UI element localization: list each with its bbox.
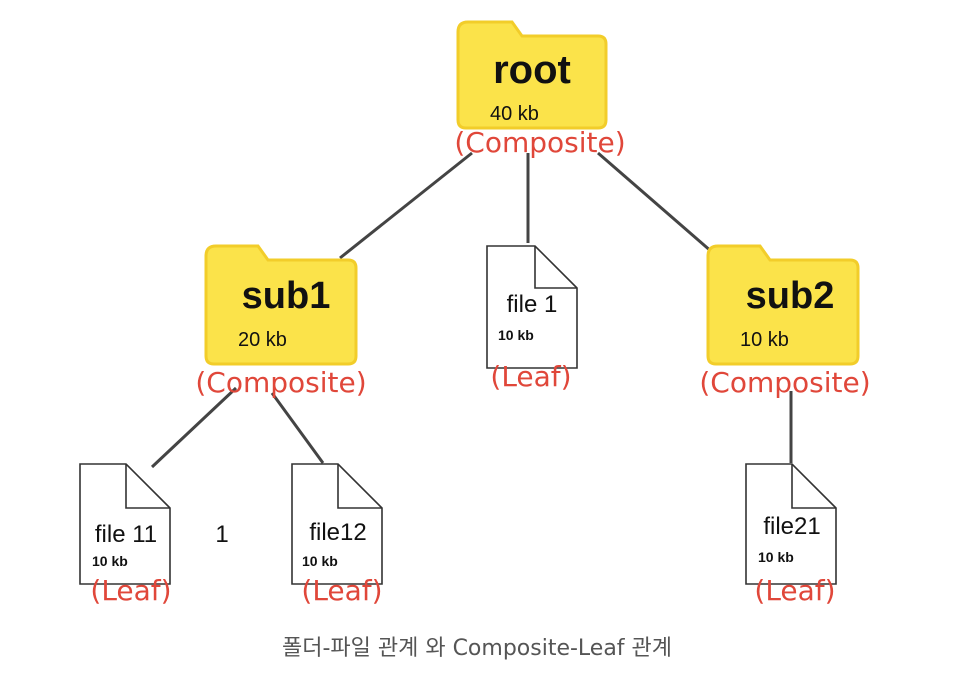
folder-name: sub1 — [242, 275, 331, 317]
role-label: (Leaf) — [490, 360, 571, 393]
role-label: (Leaf) — [754, 574, 835, 607]
page-fold — [125, 464, 170, 509]
role-label: (Leaf) — [301, 574, 382, 607]
folder-icon — [456, 20, 608, 130]
page-fold — [534, 246, 577, 289]
file-name: file 1 — [507, 291, 558, 318]
role-label: (Composite) — [699, 366, 870, 399]
document-icon — [486, 245, 578, 369]
folder-icon — [706, 244, 860, 366]
folder-size: 20 kb — [238, 329, 287, 351]
file-file21: file21 10 kb (Leaf) — [745, 463, 837, 607]
file-size: 10 kb — [92, 553, 128, 569]
edge-sub1-file12 — [270, 392, 325, 464]
file-size: 10 kb — [758, 549, 794, 565]
file-file11: file 11 10 kb (Leaf) — [79, 463, 172, 607]
role-label: (Composite) — [195, 366, 366, 399]
tree-edges — [150, 151, 793, 469]
file-file1: file 1 10 kb (Leaf) — [486, 245, 578, 393]
folder-root: root 40 kb (Composite) — [454, 20, 626, 159]
stray-number-label: 1 — [215, 521, 228, 548]
file-size: 10 kb — [302, 553, 338, 569]
edge-root-sub1 — [339, 151, 473, 260]
file-name: file12 — [309, 519, 366, 546]
file-name: file 11 — [95, 521, 157, 548]
folder-size: 10 kb — [740, 329, 789, 351]
file-name: file21 — [763, 513, 820, 540]
folder-icon — [204, 244, 358, 366]
document-icon — [745, 463, 837, 585]
role-label: (Composite) — [454, 126, 625, 159]
folder-name: root — [493, 48, 571, 92]
page-fold — [337, 464, 382, 509]
figure-caption: 폴더-파일 관계 와 Composite-Leaf 관계 — [281, 636, 673, 661]
edge-sub1-file11 — [150, 386, 238, 469]
role-label: (Leaf) — [90, 574, 171, 607]
folder-sub1: sub1 20 kb (Composite) — [195, 244, 367, 399]
folder-name: sub2 — [746, 275, 835, 317]
folder-sub2: sub2 10 kb (Composite) — [699, 244, 871, 399]
document-icon — [79, 463, 171, 585]
file-file12: file12 10 kb (Leaf) — [291, 463, 383, 607]
document-icon — [291, 463, 383, 585]
page-fold — [791, 464, 836, 509]
edge-root-sub2 — [597, 151, 713, 254]
folder-size: 40 kb — [490, 103, 539, 125]
file-size: 10 kb — [498, 327, 534, 343]
